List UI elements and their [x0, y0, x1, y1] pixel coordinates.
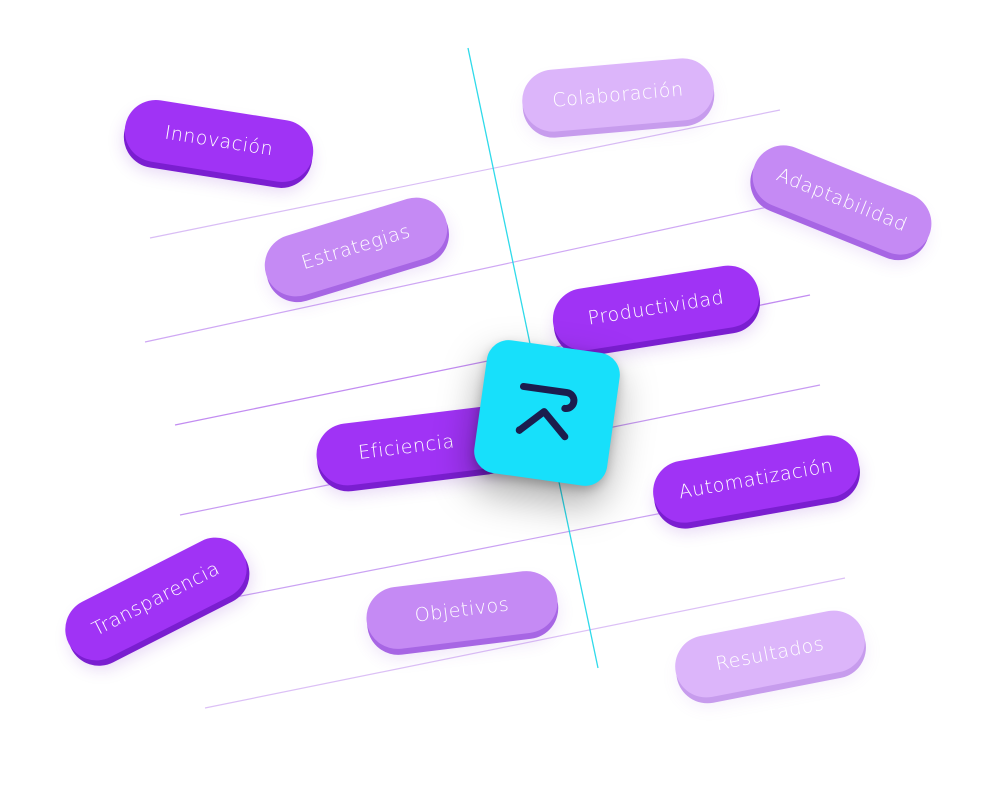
tag-label: Colaboración — [551, 78, 685, 112]
upload-arrow-icon — [515, 382, 578, 441]
guide-line — [204, 577, 846, 709]
guide-line — [144, 199, 801, 343]
tag-label: Resultados — [713, 632, 827, 676]
tag-label: Automatización — [677, 454, 835, 504]
tag-label: Estrategias — [298, 219, 414, 275]
tag-label: Productividad — [586, 286, 726, 330]
app-logo-tile — [471, 337, 623, 489]
tag-label: Innovación — [163, 121, 275, 161]
tag-label: Objetivos — [413, 593, 511, 627]
tag-label: Eficiencia — [357, 430, 456, 464]
guide-line — [149, 109, 781, 239]
